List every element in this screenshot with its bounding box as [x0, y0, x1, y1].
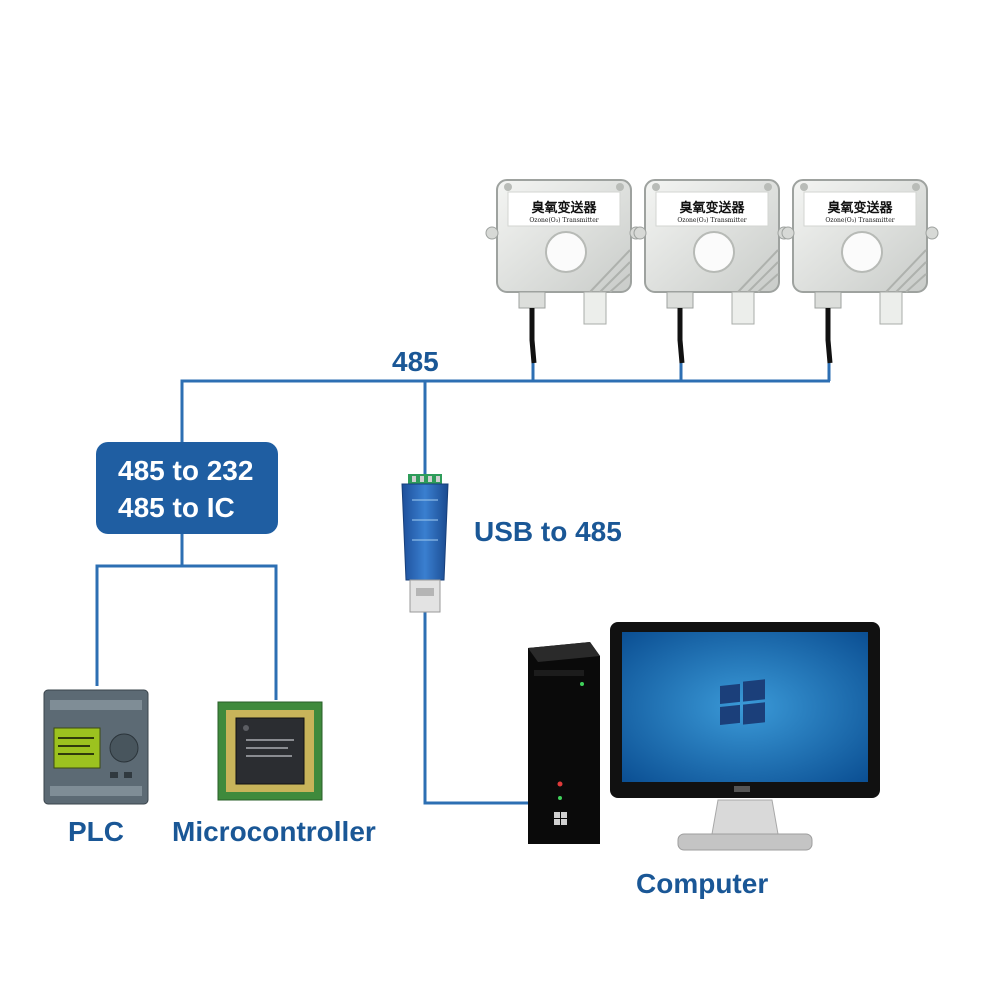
sensor-title-1: 臭氧变送器	[531, 200, 597, 216]
ozone-transmitter-3	[781, 179, 939, 364]
sensor-title-2: 臭氧变送器	[679, 200, 745, 216]
converter-to-devices-wire	[95, 534, 184, 686]
sensor-title-3: 臭氧变送器	[827, 200, 893, 216]
usb-to-computer-wire	[423, 612, 528, 805]
monitor-icon	[610, 622, 880, 851]
bus-label: 485	[392, 346, 439, 377]
usb-adapter-icon	[401, 474, 449, 613]
plc-icon	[43, 689, 149, 805]
sensor-subtitle-3: Ozone(O₃) Transmitter	[825, 217, 894, 224]
converter-box: 485 to 232 485 to IC	[96, 442, 278, 534]
ozone-transmitters: 臭氧变送器 Ozone(O₃) Transmitter 臭氧变送器 Ozone(…	[485, 179, 939, 364]
sensor-subtitle-1: Ozone(O₃) Transmitter	[529, 217, 598, 224]
microcontroller-label: Microcontroller	[172, 816, 376, 847]
ozone-transmitter-1	[485, 179, 643, 364]
usb-adapter-label: USB to 485	[474, 516, 622, 547]
plc-label: PLC	[68, 816, 124, 847]
microcontroller-icon	[217, 701, 323, 801]
converter-line-1: 485 to 232	[118, 455, 254, 486]
converter-to-mcu-wire	[182, 564, 278, 700]
converter-line-2: 485 to IC	[118, 492, 235, 523]
main-485-bus	[180, 379, 830, 442]
sensor-subtitle-2: Ozone(O₃) Transmitter	[677, 217, 746, 224]
computer-label: Computer	[636, 868, 769, 899]
computer-tower-icon	[528, 642, 600, 844]
ozone-transmitter-2	[633, 179, 791, 364]
